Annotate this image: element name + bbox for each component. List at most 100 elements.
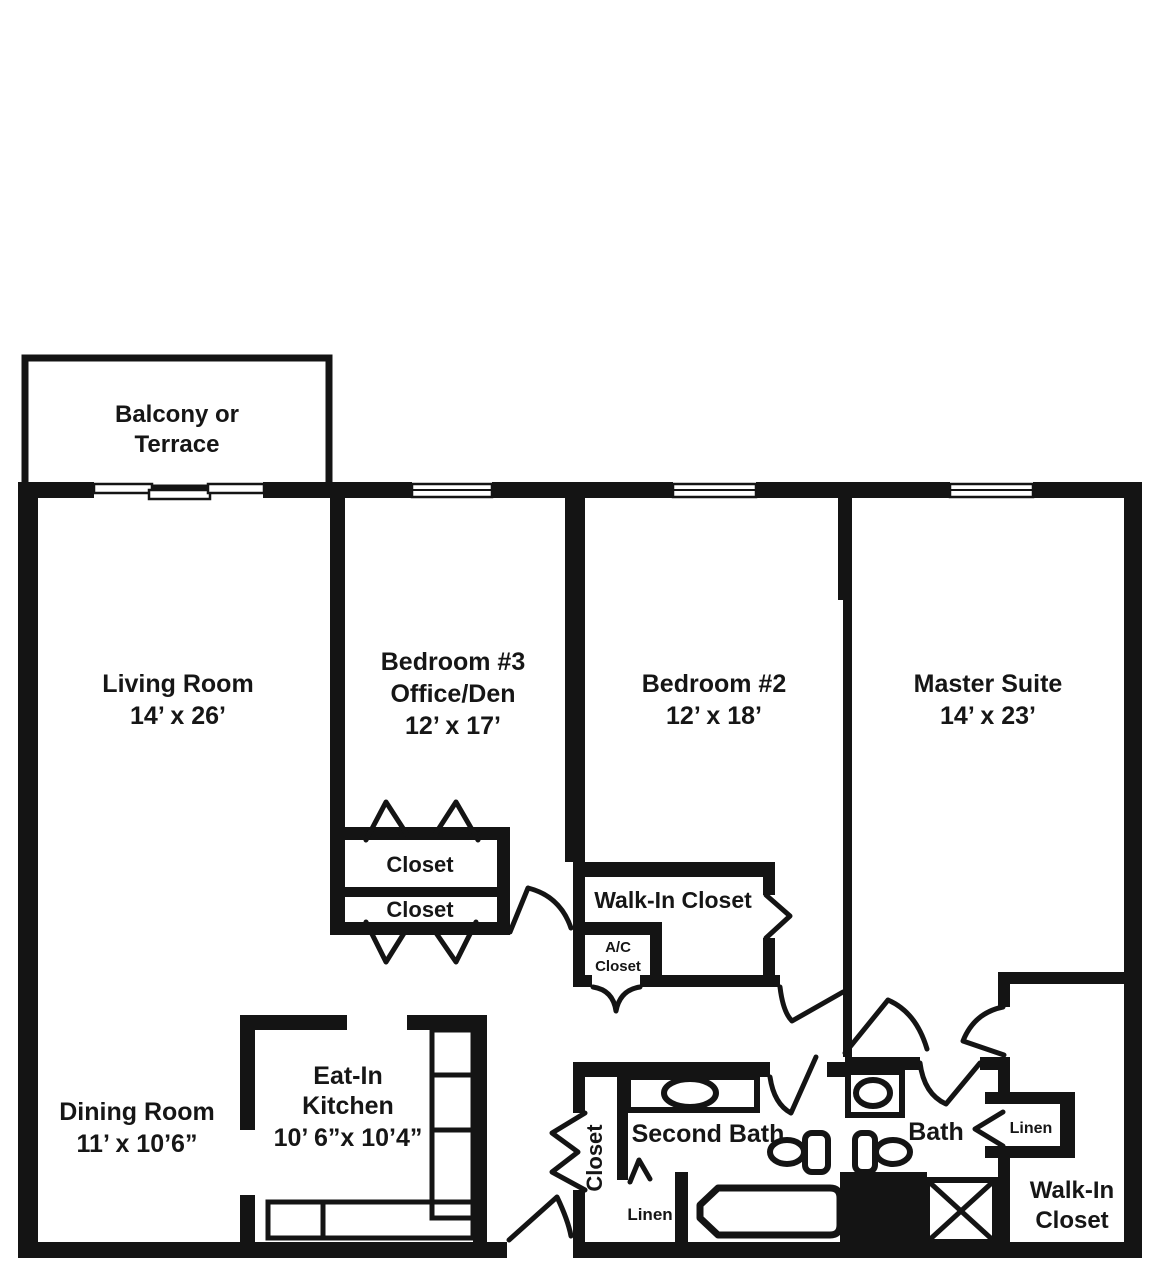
walkin-closet-wall [763, 938, 775, 987]
hall-north-wall [573, 975, 592, 987]
bedroom3-door [507, 885, 574, 935]
doors [363, 799, 1007, 1243]
kitchen-west-wall [240, 1195, 255, 1242]
master-linen-wall [1060, 1104, 1075, 1146]
master-door-stub [998, 984, 1010, 1007]
master-bath-toilet-tank [852, 1130, 878, 1175]
second-bath-toilet-bowl [767, 1137, 807, 1167]
bedroom3-bedroom2-wall [565, 495, 585, 862]
top-wall-segment [263, 482, 412, 498]
bedroom3-dims: 12’ x 17’ [405, 712, 501, 740]
outer-walls [18, 482, 1142, 1258]
hall-door [842, 997, 930, 1056]
living-room-label: Living Room [102, 670, 253, 698]
second-bath-label: Second Bath [632, 1120, 785, 1148]
bedroom2-master-wall [843, 600, 852, 1057]
right-wall [1124, 482, 1142, 1258]
ac-closet-wall [650, 935, 662, 975]
second-bath-top-wall [573, 1062, 770, 1077]
bedroom2-master-wall [838, 495, 852, 600]
bedroom2-door [777, 984, 846, 1024]
second-bath-linen-door [627, 1157, 653, 1185]
dining-room-dims: 11’ x 10’6” [77, 1130, 198, 1158]
master-bath-door [917, 1060, 983, 1107]
second-bath-sink [661, 1076, 719, 1110]
bedroom3-alt-label: Office/Den [390, 680, 515, 708]
kitchen-label: Eat-In [313, 1062, 382, 1090]
hall-closet-east-wall [617, 1077, 628, 1180]
kitchen-top-wall [407, 1015, 487, 1030]
master-suite-dims: 14’ x 23’ [940, 702, 1036, 730]
fixtures [265, 1027, 998, 1245]
bedroom2-dims: 12’ x 18’ [666, 702, 762, 730]
kitchen-east-wall [473, 1030, 487, 1242]
master-shower-x [925, 1178, 997, 1244]
walkin-closet-wall [573, 877, 585, 987]
master-bath-toilet-bowl [873, 1137, 913, 1167]
windows [92, 482, 1035, 501]
plumbing-chase-block [840, 1172, 927, 1242]
hall-closet-label: Closet [582, 1124, 607, 1192]
bedroom3-closet-bottom-label: Closet [386, 897, 454, 922]
balcony-label: Balcony or [115, 401, 239, 428]
top-wall-segment [492, 482, 673, 498]
second-bath-tub [696, 1184, 844, 1239]
balcony-slider-panel [147, 488, 212, 501]
walkin-closet-wall [573, 862, 775, 877]
ac-closet-doors [590, 984, 643, 1014]
master-linen-label: Linen [1010, 1120, 1053, 1137]
master-bath-top-wall [845, 1057, 920, 1070]
bedroom2-label: Bedroom #2 [642, 670, 786, 698]
bedroom3-label: Bedroom #3 [381, 648, 525, 676]
bedroom2-walkin-label: Walk-In Closet [594, 887, 752, 913]
walkin-closet-wall [763, 877, 775, 895]
bottom-wall-segment [573, 1242, 1142, 1258]
master-linen-wall [985, 1146, 1075, 1158]
ac-closet-label: Closet [595, 958, 641, 975]
bedroom3-closet-top-label: Closet [386, 852, 454, 877]
hall-north-wall [640, 975, 780, 987]
bedroom3-closet-wall [330, 840, 345, 935]
walkin-closet-door [763, 892, 793, 941]
master-suite-door [960, 1004, 1007, 1058]
balcony-outline [21, 354, 333, 492]
master-bath-label: Bath [908, 1118, 964, 1146]
labels: Balcony or Terrace Living Room 14’ x 26’… [59, 401, 1114, 1234]
interior-walls [240, 495, 1142, 1242]
second-bath-linen-label: Linen [627, 1205, 672, 1224]
left-wall [18, 482, 38, 1258]
master-walkin-label: Walk-In [1030, 1177, 1114, 1204]
balcony-slider-panel [92, 482, 154, 495]
living-room-dims: 14’ x 26’ [130, 702, 226, 730]
bedroom3-closet-wall [497, 840, 510, 935]
kitchen-top-wall [240, 1015, 347, 1030]
bedroom3-closet-bifold-top [363, 799, 481, 843]
foyer-east-wall [573, 1190, 585, 1242]
top-wall-segment [1033, 482, 1142, 498]
ac-closet-label: A/C [605, 939, 631, 956]
master-linen-door [972, 1109, 1006, 1149]
master-linen-wall [985, 1092, 1075, 1104]
balcony-label: Terrace [135, 431, 220, 458]
master-bath-sink [853, 1077, 893, 1109]
second-bath-toilet-tank [802, 1130, 831, 1175]
hall-closet-bifold [549, 1110, 588, 1193]
entry-door [506, 1194, 574, 1243]
living-bedroom3-wall [330, 495, 345, 827]
second-bath-top-wall [827, 1062, 845, 1077]
dining-room-label: Dining Room [59, 1098, 215, 1126]
master-south-wall [998, 972, 1142, 984]
kitchen-label: Kitchen [302, 1092, 394, 1120]
kitchen-west-wall [240, 1030, 255, 1130]
bottom-wall-segment [18, 1242, 507, 1258]
top-wall-segment [756, 482, 950, 498]
kitchen-counter [265, 1199, 476, 1241]
ac-closet-wall [585, 922, 662, 935]
master-walkin-label: Closet [1035, 1207, 1108, 1234]
balcony-slider-panel [206, 482, 266, 495]
kitchen-counter [429, 1027, 476, 1221]
master-suite-label: Master Suite [914, 670, 1063, 698]
second-bath-door [767, 1054, 819, 1116]
